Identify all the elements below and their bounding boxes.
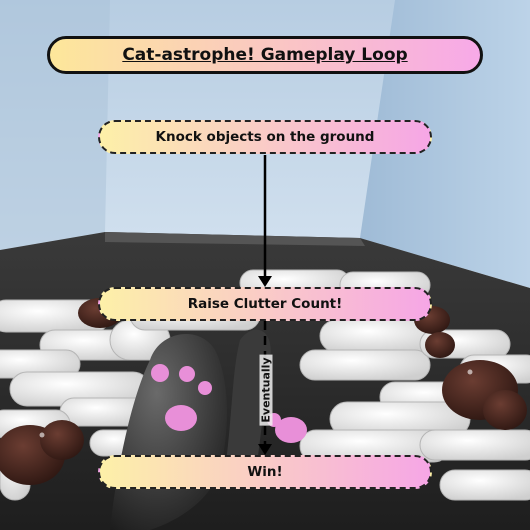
edge-label-eventually: Eventually	[259, 354, 273, 426]
node-knock-objects: Knock objects on the ground	[98, 120, 432, 154]
node-raise-clutter: Raise Clutter Count!	[98, 287, 432, 321]
diagram-title: Cat-astrophe! Gameplay Loop	[47, 36, 483, 74]
node-win: Win!	[98, 455, 432, 489]
arrowhead-2	[258, 444, 272, 455]
node-label: Knock objects on the ground	[155, 129, 375, 145]
node-label: Win!	[247, 464, 283, 480]
node-label: Raise Clutter Count!	[187, 296, 343, 312]
arrowhead-1	[258, 276, 272, 287]
